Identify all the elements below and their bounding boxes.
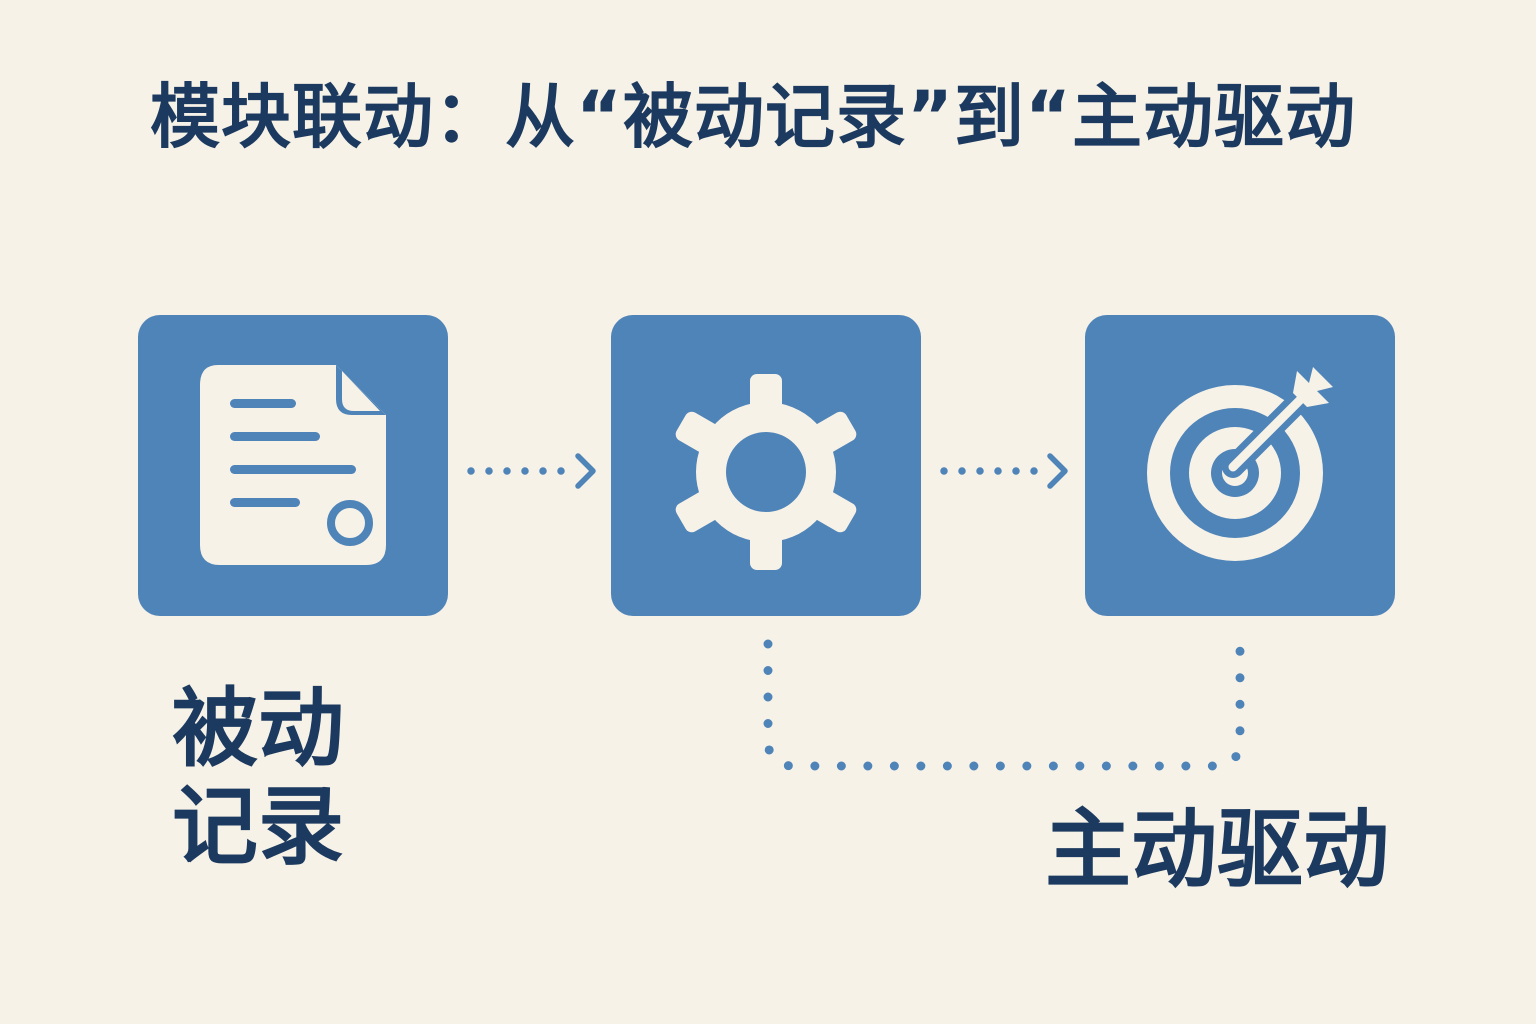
passive-record-node bbox=[138, 315, 448, 616]
target-arrow-icon bbox=[1147, 367, 1333, 561]
diagram-title: 模块联动：从“被动记录”到“主动驱动 bbox=[150, 76, 1357, 158]
process-node bbox=[611, 315, 921, 616]
document-icon bbox=[200, 365, 386, 565]
arrow-head-2 bbox=[1047, 453, 1068, 489]
passive-record-label-line2: 记录 bbox=[172, 777, 344, 877]
active-drive-node bbox=[1085, 315, 1395, 616]
active-drive-label: 主动驱动 bbox=[1045, 800, 1389, 900]
passive-record-label: 被动 记录 bbox=[172, 680, 372, 876]
gear-icon bbox=[675, 374, 857, 570]
feedback-loop-path bbox=[763, 639, 1245, 771]
passive-record-label-line1: 被动 bbox=[172, 679, 344, 779]
arrow-head-1 bbox=[575, 453, 596, 489]
